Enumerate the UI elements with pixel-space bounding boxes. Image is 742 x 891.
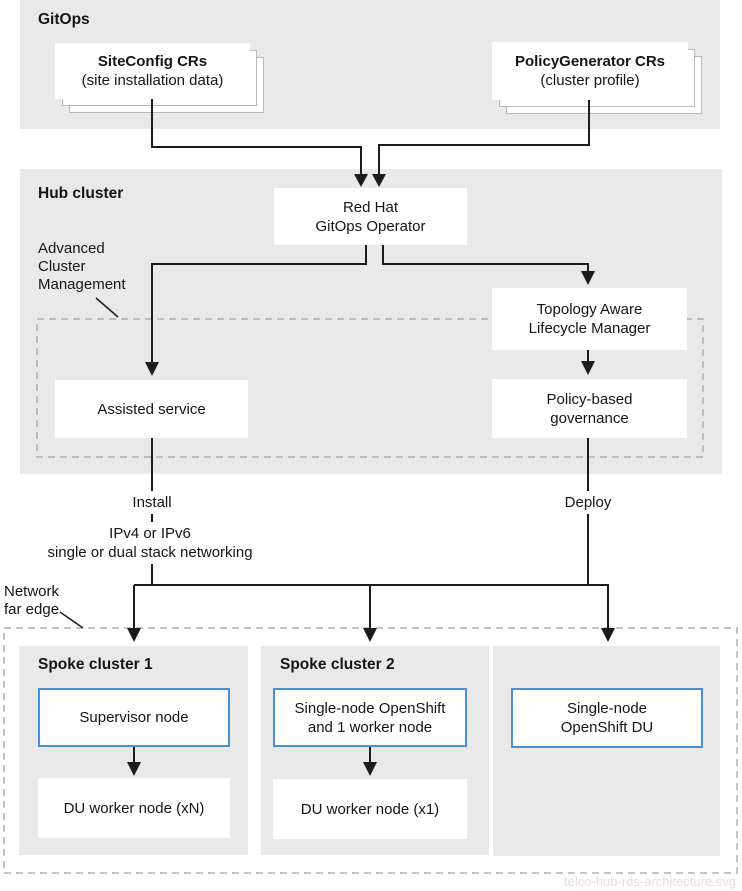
du-worker-xn-node: DU worker node (xN) [38,778,230,838]
deploy-edge-label: Deploy [561,491,615,514]
assisted-service-node: Assisted service [55,380,248,438]
siteconfig-crs-node: SiteConfig CRs (site installation data) [55,43,250,99]
filename-watermark: telco-hub-rds-architecture.svg [564,874,736,889]
hub-cluster-panel-title: Hub cluster [38,185,124,202]
spoke-cluster-1-title: Spoke cluster 1 [38,656,153,673]
policygenerator-crs-title: PolicyGenerator CRs [514,53,666,70]
far-edge-label-pointer [59,611,84,629]
network-far-edge-label: Network far edge [4,583,60,618]
gitops-operator-node: Red Hat GitOps Operator [274,188,467,245]
policygenerator-crs-node: PolicyGenerator CRs (cluster profile) [492,42,688,100]
acm-label: Advanced Cluster Management [38,240,126,293]
policy-governance-node: Policy-based governance [492,379,687,438]
install-edge-label: Install [129,491,175,514]
talm-node: Topology Aware Lifecycle Manager [492,288,687,350]
siteconfig-crs-title: SiteConfig CRs [97,53,208,70]
networking-edge-label: IPv4 or IPv6 single or dual stack networ… [44,522,256,564]
spoke-cluster-2-title: Spoke cluster 2 [280,656,395,673]
policygenerator-crs-subtitle: (cluster profile) [540,72,640,89]
du-worker-x1-node: DU worker node (x1) [273,779,467,839]
sno-and-worker-node: Single-node OpenShift and 1 worker node [273,688,467,747]
sno-du-node: Single-node OpenShift DU [511,688,703,748]
siteconfig-crs-subtitle: (site installation data) [81,72,224,89]
spoke-cluster-3-panel [493,646,720,856]
gitops-panel-title: GitOps [38,11,90,28]
supervisor-node: Supervisor node [38,688,230,747]
